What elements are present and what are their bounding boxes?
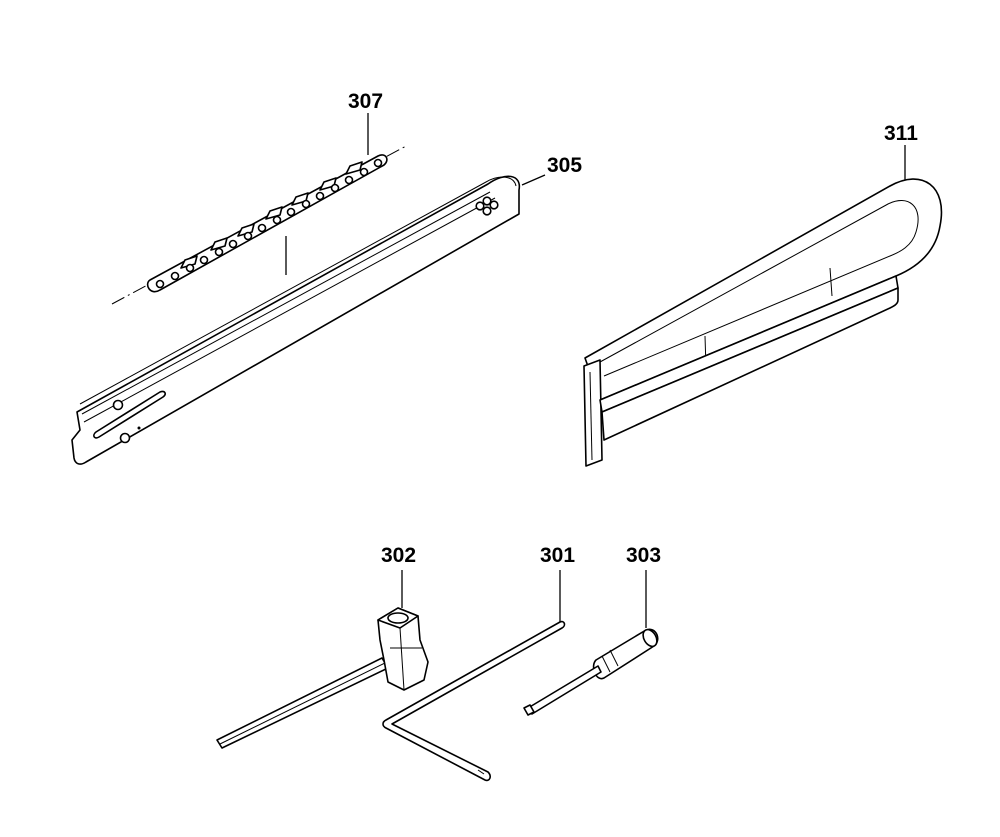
label-302: 302 xyxy=(381,544,416,567)
bar-cover-311 xyxy=(583,178,943,467)
leader-lines xyxy=(285,113,906,628)
label-305: 305 xyxy=(547,154,582,177)
label-303: 303 xyxy=(626,544,661,567)
label-311: 311 xyxy=(884,122,918,145)
label-307: 307 xyxy=(348,90,383,113)
saw-chain-307 xyxy=(111,144,409,305)
screwdriver-303 xyxy=(523,628,659,716)
guide-bar-305 xyxy=(71,175,521,465)
leader-305 xyxy=(521,174,546,186)
part-labels: 307 305 311 302 301 303 xyxy=(348,90,918,567)
spark-plug-wrench-302 xyxy=(216,607,429,749)
hex-key-301 xyxy=(382,620,566,782)
label-301: 301 xyxy=(540,544,575,567)
